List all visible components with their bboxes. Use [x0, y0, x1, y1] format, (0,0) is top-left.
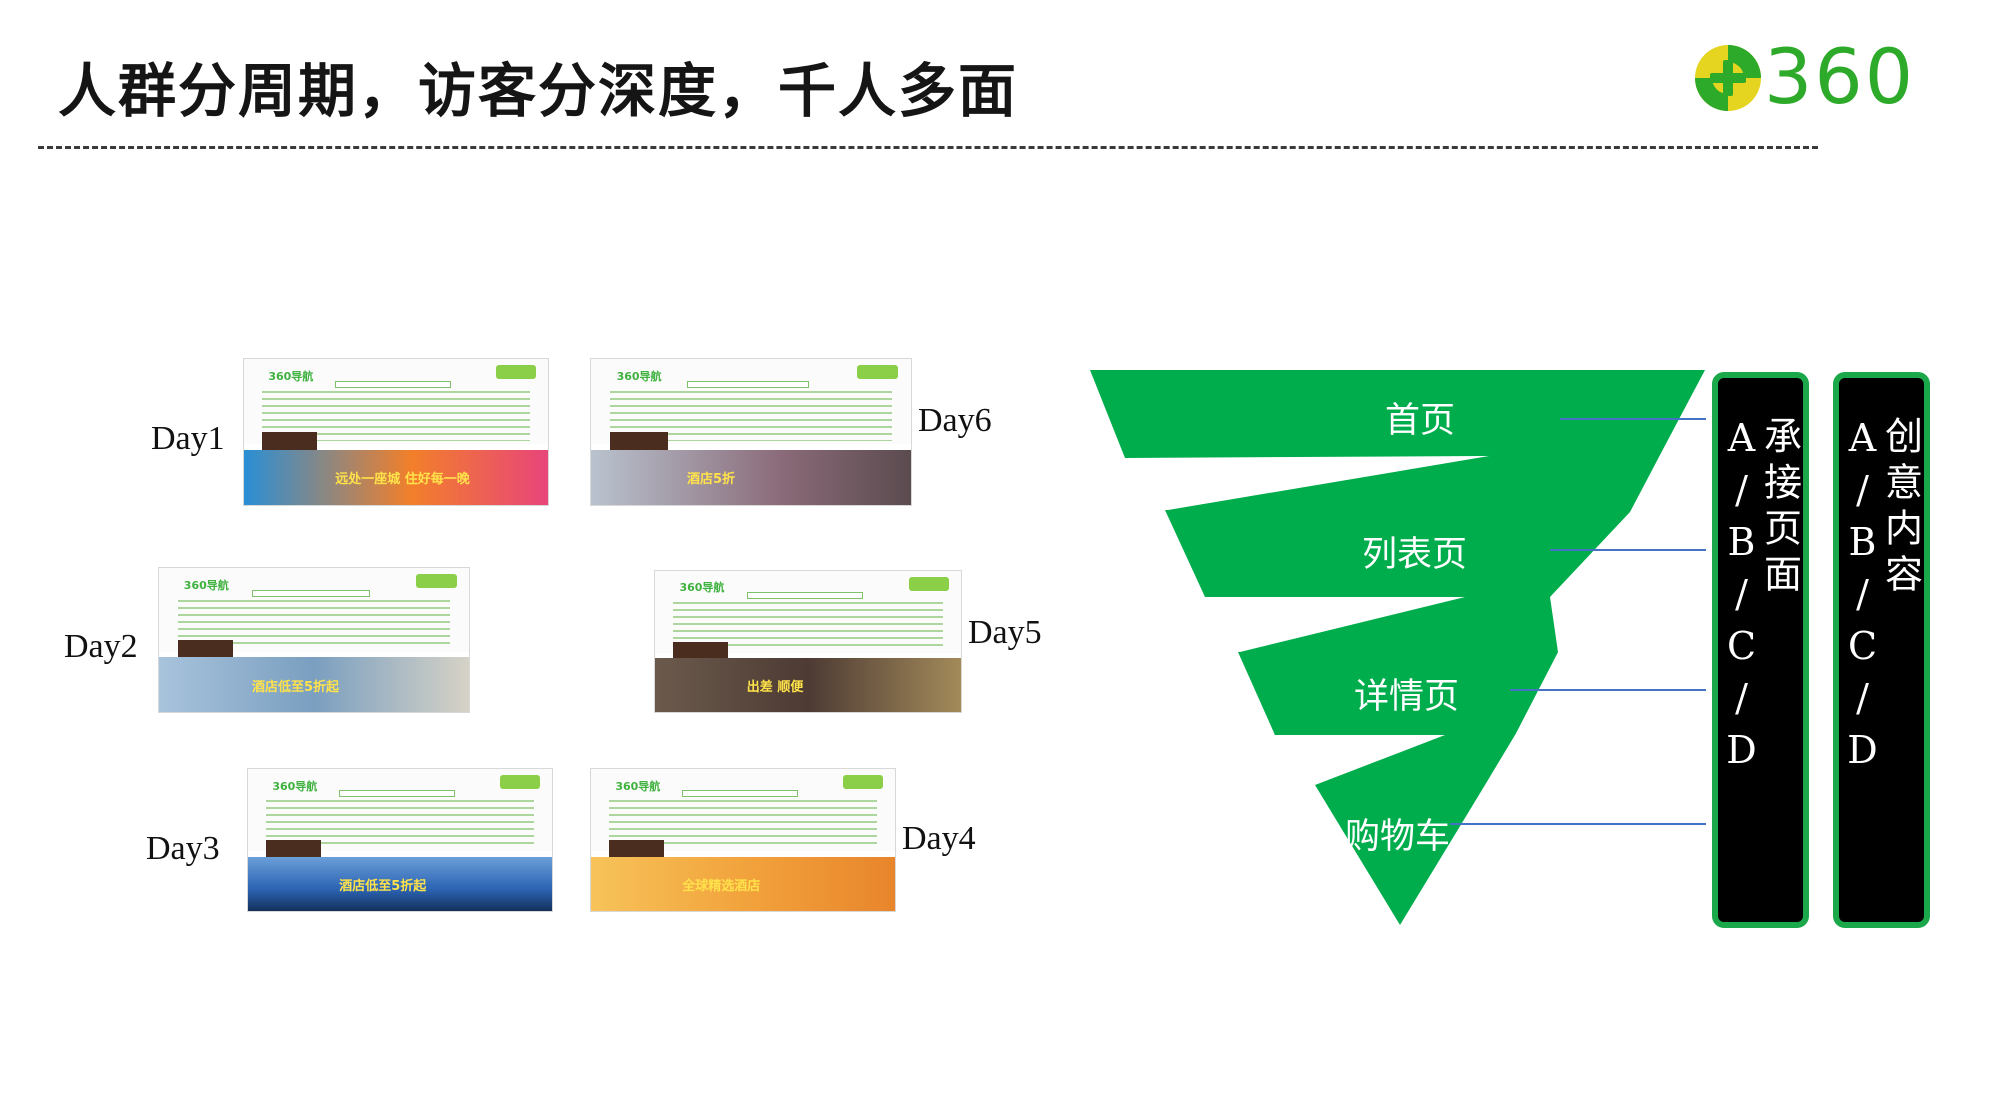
funnel-label-cart: 购物车 [1345, 817, 1450, 857]
landing-page-ab-text: 承接页面A/B/C/D [1719, 416, 1802, 780]
creative-content-ab-text: 创意内容A/B/C/D [1840, 416, 1923, 780]
shot-banner-text: 远处一座城 住好每一晚 [335, 472, 470, 488]
logo-text: 360 [1764, 32, 1916, 121]
shot-banner-text: 酒店低至5折起 [339, 878, 427, 894]
funnel-stage-4-shape [1315, 735, 1515, 925]
day5-screenshot: 360导航 出差 顺便 [654, 570, 962, 713]
shot-banner-text: 全球精选酒店 [682, 878, 761, 894]
funnel-stage-3-body [1238, 652, 1558, 735]
day1-label: Day1 [151, 420, 225, 457]
day6-label: Day6 [918, 402, 992, 439]
shot-banner-text: 酒店低至5折起 [252, 679, 340, 695]
day2-screenshot: 360导航 酒店低至5折起 [158, 567, 470, 713]
shot-brand: 360导航 [183, 578, 229, 592]
shot-banner [655, 658, 961, 712]
day4-label: Day4 [902, 820, 976, 857]
shot-brand: 360导航 [268, 369, 314, 383]
creative-content-ab-box: 创意内容A/B/C/D [1833, 372, 1930, 928]
day5-label: Day5 [968, 614, 1042, 651]
day2-label: Day2 [64, 628, 138, 665]
day1-screenshot: 360导航 远处一座城 住好每一晚 [243, 358, 549, 506]
shot-brand: 360导航 [272, 779, 318, 793]
shot-brand: 360导航 [615, 779, 661, 793]
slide-title: 人群分周期，访客分深度，千人多面 [58, 57, 1019, 125]
funnel-label-detail: 详情页 [1354, 677, 1459, 717]
funnel-stage-2-body [1165, 510, 1630, 597]
shot-banner [591, 449, 911, 505]
funnel-label-list: 列表页 [1362, 535, 1467, 575]
landing-page-ab-box: 承接页面A/B/C/D [1712, 372, 1809, 928]
funnel-stage-1-shape [1090, 370, 1705, 458]
day3-label: Day3 [146, 830, 220, 867]
shot-banner-text: 出差 顺便 [746, 680, 804, 696]
shot-banner-text: 酒店5折 [687, 472, 736, 488]
day4-screenshot: 360导航 全球精选酒店 [590, 768, 896, 912]
shot-banner [159, 657, 469, 712]
360-logo: 360 [1692, 32, 1942, 121]
shot-banner [248, 857, 552, 911]
funnel-label-home: 首页 [1385, 401, 1455, 441]
plus-circle-icon [1695, 45, 1761, 111]
shot-brand: 360导航 [679, 581, 725, 595]
dashed-divider [38, 146, 1818, 149]
day3-screenshot: 360导航 酒店低至5折起 [247, 768, 553, 912]
shot-banner [244, 449, 548, 505]
day6-screenshot: 360导航 酒店5折 [590, 358, 912, 506]
shot-banner [591, 857, 895, 911]
shot-brand: 360导航 [616, 369, 662, 383]
